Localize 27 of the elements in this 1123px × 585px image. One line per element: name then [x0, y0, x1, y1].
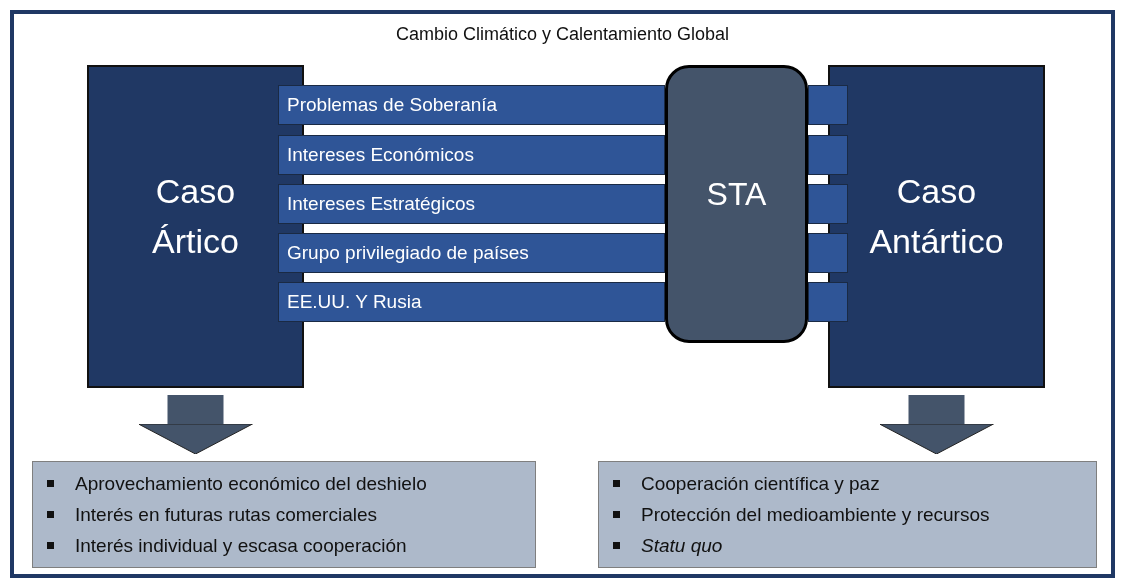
topic-bar [278, 85, 665, 125]
topic-bar [278, 282, 665, 322]
case-label: Caso Ártico [151, 171, 240, 262]
bar-label: EE.UU. Y Rusia [287, 291, 422, 313]
block-arrow [879, 395, 994, 455]
bullet-item: Statu quo [607, 530, 1096, 561]
topic-bar [278, 135, 665, 175]
bullet-item: Protección del medioambiente y recursos [607, 499, 1096, 530]
frame-heading: Cambio Climático y Calentamiento Global [394, 24, 731, 45]
case-box [828, 65, 1045, 388]
topic-bar [278, 184, 665, 224]
bar-label: Intereses Económicos [287, 144, 474, 166]
sta-label: STA [706, 175, 767, 213]
bullet-item: Interés en futuras rutas comerciales [41, 499, 535, 530]
sta-box [665, 65, 808, 343]
bullet-item: Cooperación científica y paz [607, 468, 1096, 499]
topic-bar [278, 233, 665, 273]
diagram-frame [10, 10, 1115, 578]
bullet-item: Interés individual y escasa cooperación [41, 530, 535, 561]
bullet-list-box [598, 461, 1097, 568]
bar-label: Grupo privilegiado de países [287, 242, 529, 264]
bar-label: Problemas de Soberanía [287, 94, 498, 116]
bar-label: Intereses Estratégicos [287, 193, 475, 215]
bullet-list-box [32, 461, 536, 568]
bullet-item: Aprovechamiento económico del deshielo [41, 468, 535, 499]
block-arrow [138, 395, 253, 455]
case-label: Caso Antártico [868, 171, 1005, 262]
